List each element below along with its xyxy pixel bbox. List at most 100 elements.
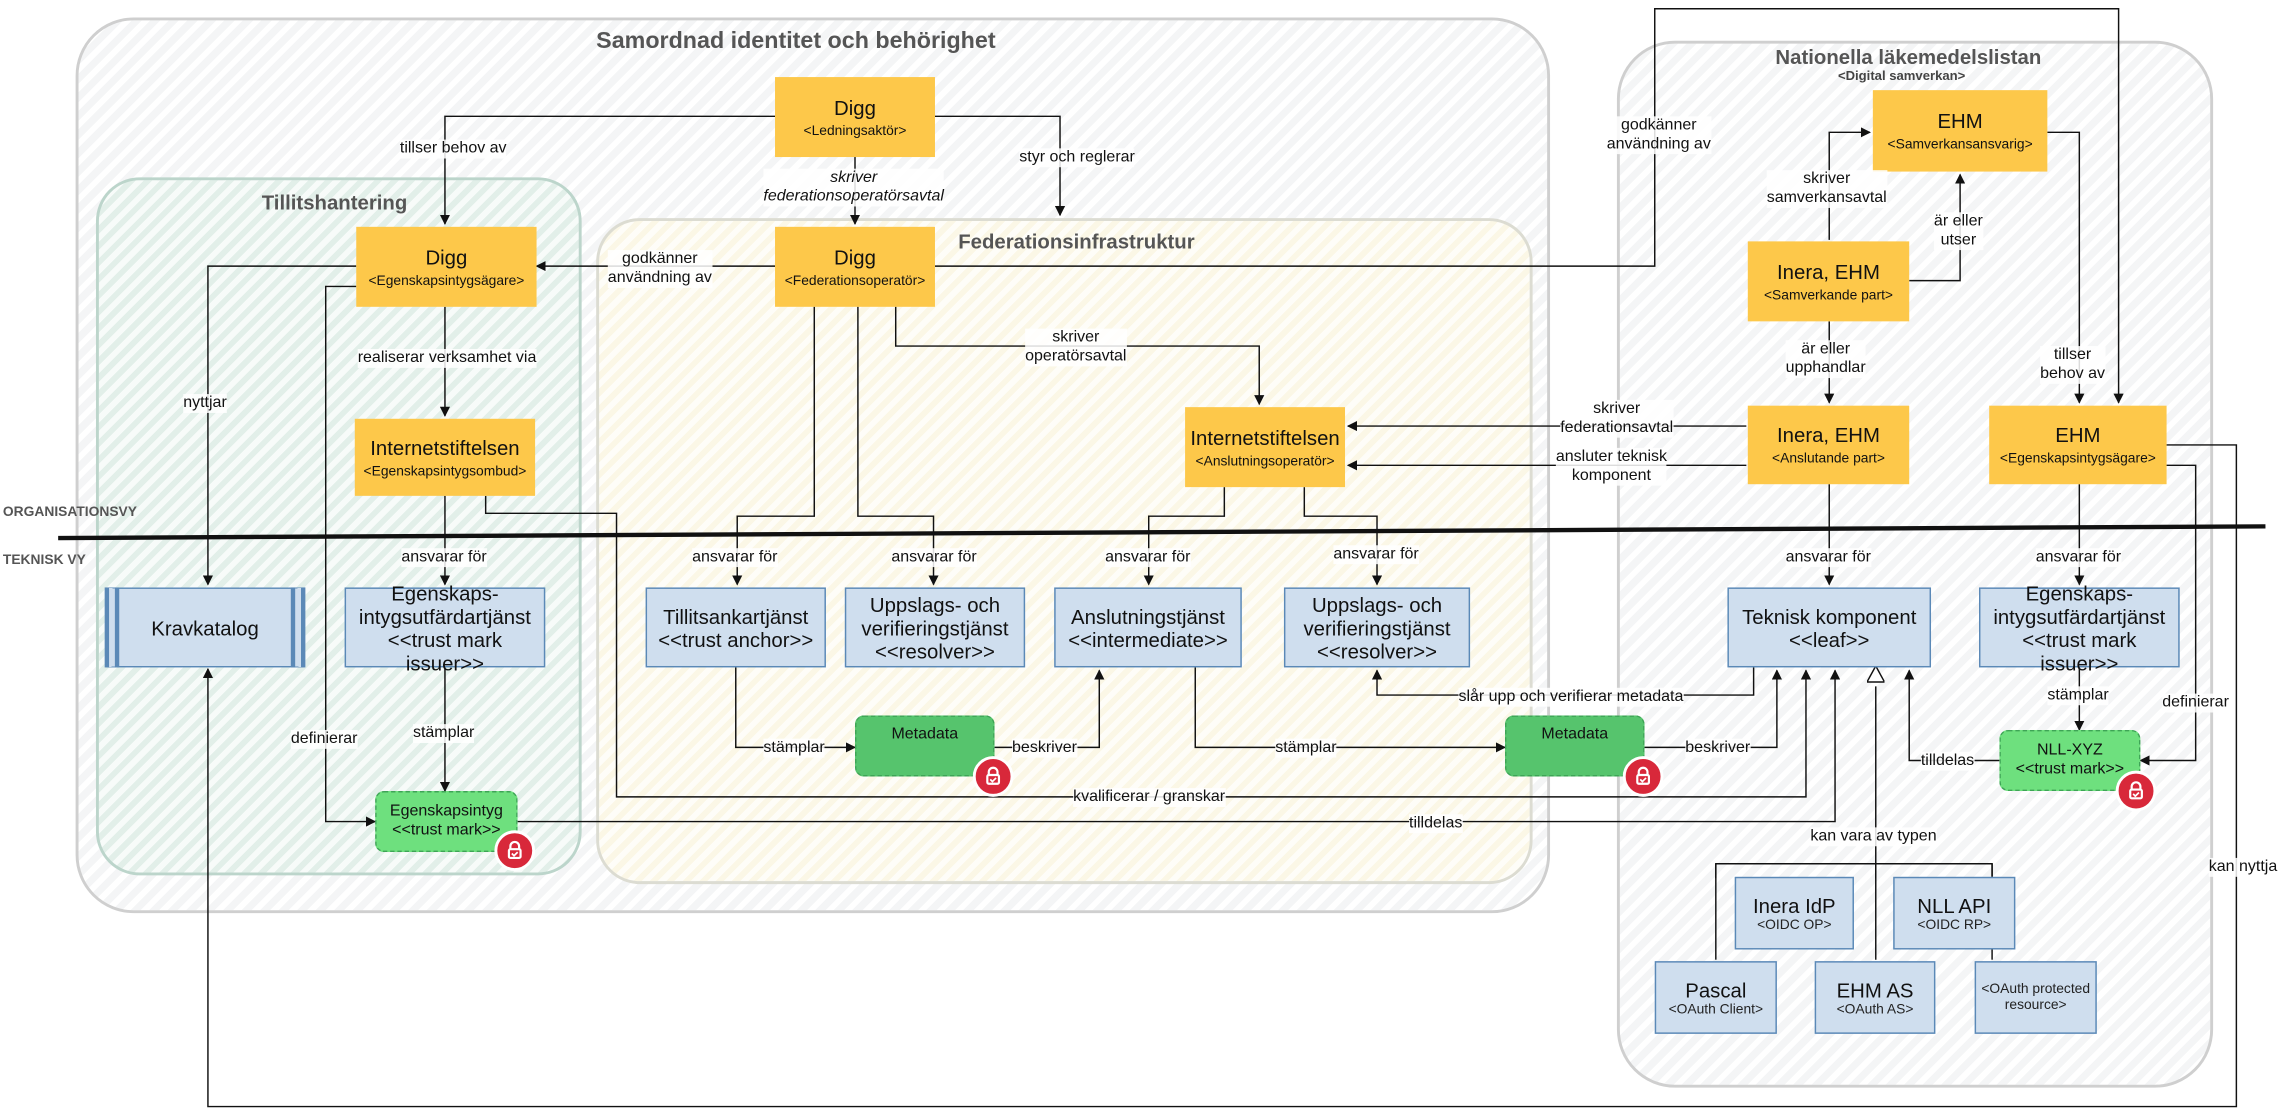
box-line1: Teknisk komponent: [1742, 604, 1917, 628]
box-title: Metadata: [891, 725, 959, 744]
edge-label-line: godkänner: [622, 250, 698, 268]
box-subtitle: <OIDC OP>: [1757, 916, 1832, 933]
edge-label-tilldelas: tilldelas: [1920, 751, 1975, 771]
edge-label-kan-vara: kan vara av typen: [1810, 827, 1937, 847]
anslutningstjanst: Anslutningstjänst<<intermediate>>: [1054, 587, 1242, 668]
edge-label: nyttjar: [183, 394, 227, 413]
box-title: Inera IdP: [1753, 893, 1836, 917]
edge-label-line: godkänner: [1620, 116, 1697, 134]
edge-label-line: skriver: [1052, 328, 1100, 347]
box-line2: verifieringstjänst: [1303, 615, 1451, 640]
edge-label-slar-upp: slår upp och verifierar metadata: [1458, 687, 1684, 707]
egenskapsintyg-trust-mark: Egenskapsintyg<<trust mark>>: [375, 791, 518, 853]
edge-label-line: upphandlar: [1785, 359, 1866, 377]
box-title: EHM AS: [1836, 977, 1914, 1002]
box-title: NLL API: [1917, 893, 1992, 917]
edge-label-line: skriver: [830, 168, 878, 187]
box-title: EHM: [1937, 109, 1983, 133]
lock-badge-icon: [494, 830, 536, 871]
tillitsankartjanst: Tillitsankartjänst<<trust anchor>>: [645, 587, 826, 668]
edge-label-ansvarar: ansvarar för: [2035, 548, 2122, 568]
edge-label-line: samverkansavtal: [1766, 189, 1887, 207]
edge-label-line: är eller: [1933, 212, 1983, 230]
box-title: Digg: [834, 95, 876, 119]
digg-ledningsaktor: Digg<Ledningsaktör>: [775, 77, 935, 158]
box-line2: <<intermediate>>: [1068, 627, 1228, 651]
ehm-egenskapsintygsagare: EHM <Egenskapsintygsägare>: [1989, 405, 2167, 485]
box-title: Digg: [425, 245, 468, 269]
internetstiftelsen-ombud: Internetstiftelsen<Egenskapsintygsombud>: [354, 418, 536, 496]
box-subtitle: <Anslutningsoperatör>: [1195, 452, 1335, 469]
edge-label: styr och reglerar: [1019, 148, 1135, 168]
internetstiftelsen-anslutningsoperator: Internetstiftelsen <Anslutningsoperatör>: [1185, 407, 1346, 488]
edge-label-line: är eller: [1801, 340, 1851, 358]
edge-label-line: skriver: [1593, 399, 1641, 418]
edge-label-line: utser: [1940, 231, 1977, 249]
edge-label-stamplar: stämplar: [763, 738, 825, 758]
lock-badge-icon: [2115, 770, 2157, 812]
edge-label-kvalificerar: kvalificerar / granskar: [1073, 788, 1226, 808]
edge-label-line: federationsoperatörsavtal: [763, 187, 944, 206]
box-line2: verifieringstjänst: [861, 615, 1009, 640]
tech-view-label: TEKNISK VY: [2, 552, 86, 569]
region-title-nll: Nationella läkemedelslistan: [1775, 45, 2042, 69]
edge-label-line: federationsavtal: [1560, 418, 1674, 437]
box-line2: <<leaf>>: [1789, 627, 1870, 651]
edge-label-beskriver: beskriver: [1685, 738, 1751, 758]
edge-label-line: användning av: [1606, 135, 1711, 153]
box-subtitle: <OAuth AS>: [1836, 1001, 1914, 1018]
box-line1: NLL-XYZ: [2036, 741, 2103, 760]
box-line3: <<resolver>>: [1317, 639, 1437, 663]
edge-label-stamplar: stämplar: [1275, 738, 1337, 758]
box-subtitle: <Anslutande part>: [1772, 450, 1885, 467]
box-line2: <<trust anchor>>: [658, 627, 814, 651]
box-title: Internetstiftelsen: [370, 435, 520, 459]
lock-badge-icon: [1622, 756, 1664, 797]
region-title-samordnad: Samordnad identitet och behörighet: [596, 29, 996, 54]
kravkatalog: Kravkatalog: [104, 587, 306, 668]
metadata-1: Metadata: [854, 715, 995, 777]
edge-label-ansvarar: ansvarar för: [692, 548, 778, 568]
box-line2: <<trust mark>>: [2015, 760, 2125, 778]
box-line2: <<trust mark>>: [392, 821, 501, 840]
edge-label: realiserar verksamhet via: [357, 348, 537, 368]
edge-label-kan-nyttja: kan nyttja: [2208, 857, 2278, 877]
box-line2: intygsutfärdartjänst: [1993, 604, 2166, 628]
box-title: Digg: [834, 245, 876, 269]
box-title: Inera, EHM: [1777, 259, 1880, 283]
box-subtitle: <Samverkansansvarig>: [1887, 136, 2033, 153]
box-subtitle: <OIDC RP>: [1917, 916, 1992, 933]
ehm-as: EHM AS<OAuth AS>: [1814, 961, 1936, 1034]
org-view-label: ORGANISATIONSVY: [2, 504, 137, 521]
edge-label-line: operatörsavtal: [1025, 347, 1127, 365]
inera-ehm-anslutande-part: Inera, EHM <Anslutande part>: [1747, 405, 1910, 485]
edge-label-ansvarar: ansvarar för: [1785, 548, 1871, 568]
nll-api: NLL API<OIDC RP>: [1893, 876, 2016, 950]
box-title: Inera, EHM: [1777, 423, 1880, 447]
edge-label-line: ansluter teknisk: [1555, 447, 1668, 466]
box-title: Internetstiftelsen: [1190, 425, 1340, 449]
box-subtitle: <Egenskapsintygsägare>: [1999, 450, 2156, 467]
inera-ehm-samverkande-part: Inera, EHM<Samverkande part>: [1747, 241, 1910, 322]
digg-federationsoperator: Digg<Federationsoperatör>: [775, 226, 935, 307]
ehm-samverkansansvarig: EHM <Samverkansansvarig>: [1872, 90, 2048, 172]
box-subtitle: <Egenskapsintygsägare>: [368, 272, 525, 289]
box-line3: <<trust mark issuer>>: [2022, 627, 2137, 674]
edge-label-ansvarar: ansvarar för: [891, 548, 977, 568]
edge-label-definierar: definierar: [2162, 693, 2229, 713]
box-line1: Egenskapsintyg: [389, 802, 503, 821]
edge-label-beskriver: beskriver: [1012, 738, 1077, 758]
edge-label-tilldelas: tilldelas: [1409, 814, 1463, 834]
region-title-tillit: Tillitshantering: [261, 190, 408, 214]
teknisk-komponent: Teknisk komponent<<leaf>>: [1727, 587, 1932, 668]
box-title: EHM: [2055, 423, 2101, 447]
box-line1: Anslutningstjänst: [1071, 604, 1225, 628]
egenskapsintygsutfardartjanst-2: Egenskaps-intygsutfärdartjänst<<trust ma…: [1979, 581, 2180, 674]
